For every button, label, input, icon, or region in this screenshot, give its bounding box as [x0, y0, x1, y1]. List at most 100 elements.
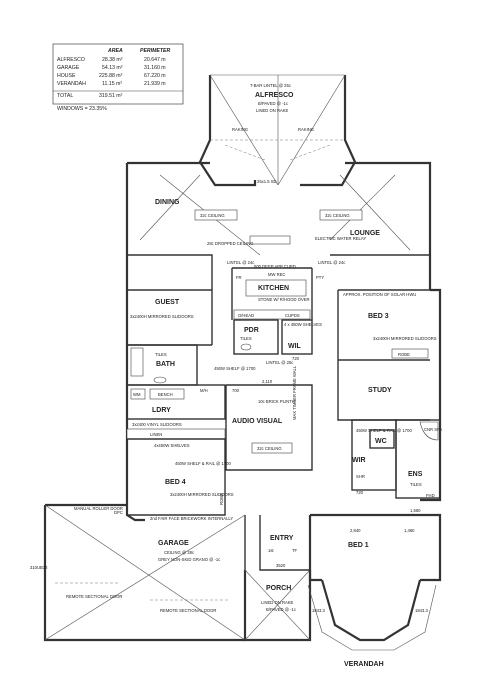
lintel-note-right: LINTEL @ 24c — [318, 260, 345, 265]
area-header: AREA — [107, 48, 123, 54]
alfresco-area: T-BAR LINTEL @ 25c ALFRESCO B/PAVED @ -1… — [198, 74, 357, 187]
room-label-verandah: VERANDAH — [344, 661, 384, 668]
kitchen-island-top — [249, 235, 291, 245]
raking-label-left: RAKING — [232, 127, 248, 132]
tf-label: TF — [292, 548, 298, 553]
kitchen-area: 500 DEEP APP CUPD MW REC KITCHEN STONE W… — [233, 264, 324, 320]
wil-room: 4 x 450W SHELVES WIL — [281, 319, 322, 355]
table-row-area: 11.15 m² — [102, 81, 122, 87]
ceiling-badge-av: 32c CEILING — [257, 446, 282, 451]
shower-label: SHR — [356, 474, 365, 479]
table-row-perimeter: 20.647 m — [144, 57, 166, 63]
manual-roller-note: MANUAL ROLLER DOOR — [74, 506, 123, 511]
guest-robe-note: 3x2400H MIRRORED SLIDOORS — [130, 314, 194, 319]
porch-lined-note: LINED ON RAKE — [261, 600, 294, 605]
study-room: STUDY — [337, 360, 430, 421]
table-row-name: VERANDAH — [57, 81, 86, 87]
linen-shelves-note: 4x450W SHELVES — [154, 443, 190, 448]
dimension-label: 2,840 — [350, 528, 361, 533]
bed4-shelf-note: 450W SHELF & RAIL @ 1700 — [175, 461, 231, 466]
bed4-room: 450W SHELF & RAIL @ 1700 BED 4 3x2400H M… — [127, 438, 234, 516]
ub-label: 310UB32 — [30, 565, 48, 570]
lintel-note-left: LINTEL @ 24c — [227, 260, 254, 265]
corner-spa-label: CNR SPA — [424, 427, 443, 432]
porch-paving-note: B/PAVED @ -1c — [266, 607, 296, 612]
ceiling-badge-lounge: 32c CEILING — [319, 209, 363, 221]
stone-hood-note: STONE W/ R/HOOD OVER — [258, 297, 310, 302]
room-label-bed4: BED 4 — [165, 479, 186, 486]
garage-ceiling-note: CEILING @ 28c — [164, 550, 194, 555]
dimension-label: 720 — [292, 356, 300, 361]
table-row-perimeter: 67.220 m — [144, 73, 166, 79]
bath-room: TILES BATH — [126, 344, 198, 386]
ens-tiles-note: TILES — [410, 482, 422, 487]
porch-area: PORCH LINED ON RAKE B/PAVED @ -1c — [243, 569, 312, 642]
alfresco-paving-note: B/PAVED @ -1c — [258, 101, 288, 106]
robe-label-bed4: ROBE — [219, 493, 224, 505]
perimeter-header: PERIMETER — [140, 48, 171, 54]
fhd-label: FHD — [426, 493, 435, 498]
room-label-garage: GARAGE — [158, 540, 189, 547]
entry-first-label: 1st — [268, 548, 274, 553]
table-row-name: GARAGE — [57, 65, 80, 71]
house-outline — [125, 161, 442, 522]
dropped-ceiling-note: 28c DROPPED CEILING — [207, 241, 254, 246]
electric-water-note: ELECTRIC WATER RELAY — [315, 236, 366, 241]
bed3-robe-note: 3x2400H MIRRORED SLIDOORS — [373, 336, 437, 341]
raking-label-right: RAKING — [298, 127, 314, 132]
room-label-dining: DINING — [155, 199, 180, 206]
svg-text:32c CEILING: 32c CEILING — [325, 213, 350, 218]
room-label-bath: BATH — [156, 361, 175, 368]
room-label-audio-visual: AUDIO VISUAL — [232, 418, 283, 425]
room-label-lounge: LOUNGE — [350, 230, 380, 237]
table-total-label: TOTAL — [57, 93, 73, 99]
timber-frame-note: MAX TIMBER FRAME WALL — [292, 365, 297, 420]
overhead-label: O/HEAD — [238, 313, 254, 318]
entry-area: ENTRY 1st TF 3520 — [259, 515, 311, 571]
table-total-area: 319.51 m² — [99, 93, 123, 99]
pdr-room: PDR TILES — [233, 319, 279, 355]
room-label-kitchen: KITCHEN — [258, 285, 289, 292]
remote-door-right: REMOTE SECTIONAL DOOR — [160, 608, 216, 613]
t-bar-lintel-note: T-BAR LINTEL @ 25c — [250, 83, 291, 88]
remote-door-left: REMOTE SECTIONAL DOOR — [66, 594, 122, 599]
dpc-label: DPC — [114, 510, 123, 515]
room-label-alfresco: ALFRESCO — [255, 92, 294, 99]
app-cupboard-note: 500 DEEP APP CUPD — [254, 264, 296, 269]
room-label-entry: ENTRY — [270, 535, 294, 542]
table-row-name: ALFRESCO — [57, 57, 85, 63]
room-label-study: STUDY — [368, 387, 392, 394]
cupboards-label: CUPDS — [285, 313, 300, 318]
fair-face-note: 2nd FAIR FACE BRICKWORK INTERNALLY — [150, 516, 233, 521]
lintel-25c-note: LINTEL @ 25c — [266, 360, 293, 365]
dimension-label: 1843.3 — [415, 608, 428, 613]
alfresco-lined-note: LINED ON RAKE — [256, 108, 289, 113]
guest-room: GUEST 3x2400H MIRRORED SLIDOORS — [127, 289, 213, 346]
room-label-pdr: PDR — [244, 327, 259, 334]
dimension-label: 2,110 — [262, 379, 273, 384]
hwu-note: APPROX. POSITION OF SOLAR HWU — [343, 292, 416, 297]
room-label-wil: WIL — [288, 343, 302, 350]
garage-area: MANUAL ROLLER DOOR DPC 2nd FAIR FACE BRI… — [30, 503, 246, 642]
garage-paving-note: GREY NON-SKID GRANO @ -1c — [158, 557, 220, 562]
table-row-perimeter: 31.160 m — [144, 65, 166, 71]
dimension-label: 1843.3 — [312, 608, 325, 613]
room-label-wc: WC — [375, 438, 387, 445]
dimension-label: 25x1.5 SD — [257, 179, 277, 184]
dimension-label: 3520 — [276, 563, 286, 568]
table-row-perimeter: 21.939 m — [144, 81, 166, 87]
fridge-label: FR — [236, 275, 242, 280]
laundry-room: WM BENCH M/H LDRY 3x2400 VINYL SLIDOORS … — [126, 384, 226, 448]
mw-rec-note: MW REC — [268, 272, 285, 277]
laundry-doors-note: 3x2400 VINYL SLIDOORS — [132, 422, 182, 427]
ceiling-badge-dining: 32c CEILING — [194, 209, 238, 221]
bed4-robe-note: 3x2400H MIRRORED SLIDOORS — [170, 492, 234, 497]
dimension-label: 1,560 — [410, 508, 421, 513]
room-label-porch: PORCH — [266, 585, 291, 592]
pdr-tiles-note: TILES — [240, 336, 252, 341]
windows-ratio: WINDOWS = 23.35% — [57, 106, 107, 112]
manhole-label: M/H — [200, 388, 208, 393]
robe-label-bed3: ROBE — [398, 352, 410, 357]
linen-label: LINEN — [150, 432, 162, 437]
table-row-area: 225.88 m² — [99, 73, 123, 79]
